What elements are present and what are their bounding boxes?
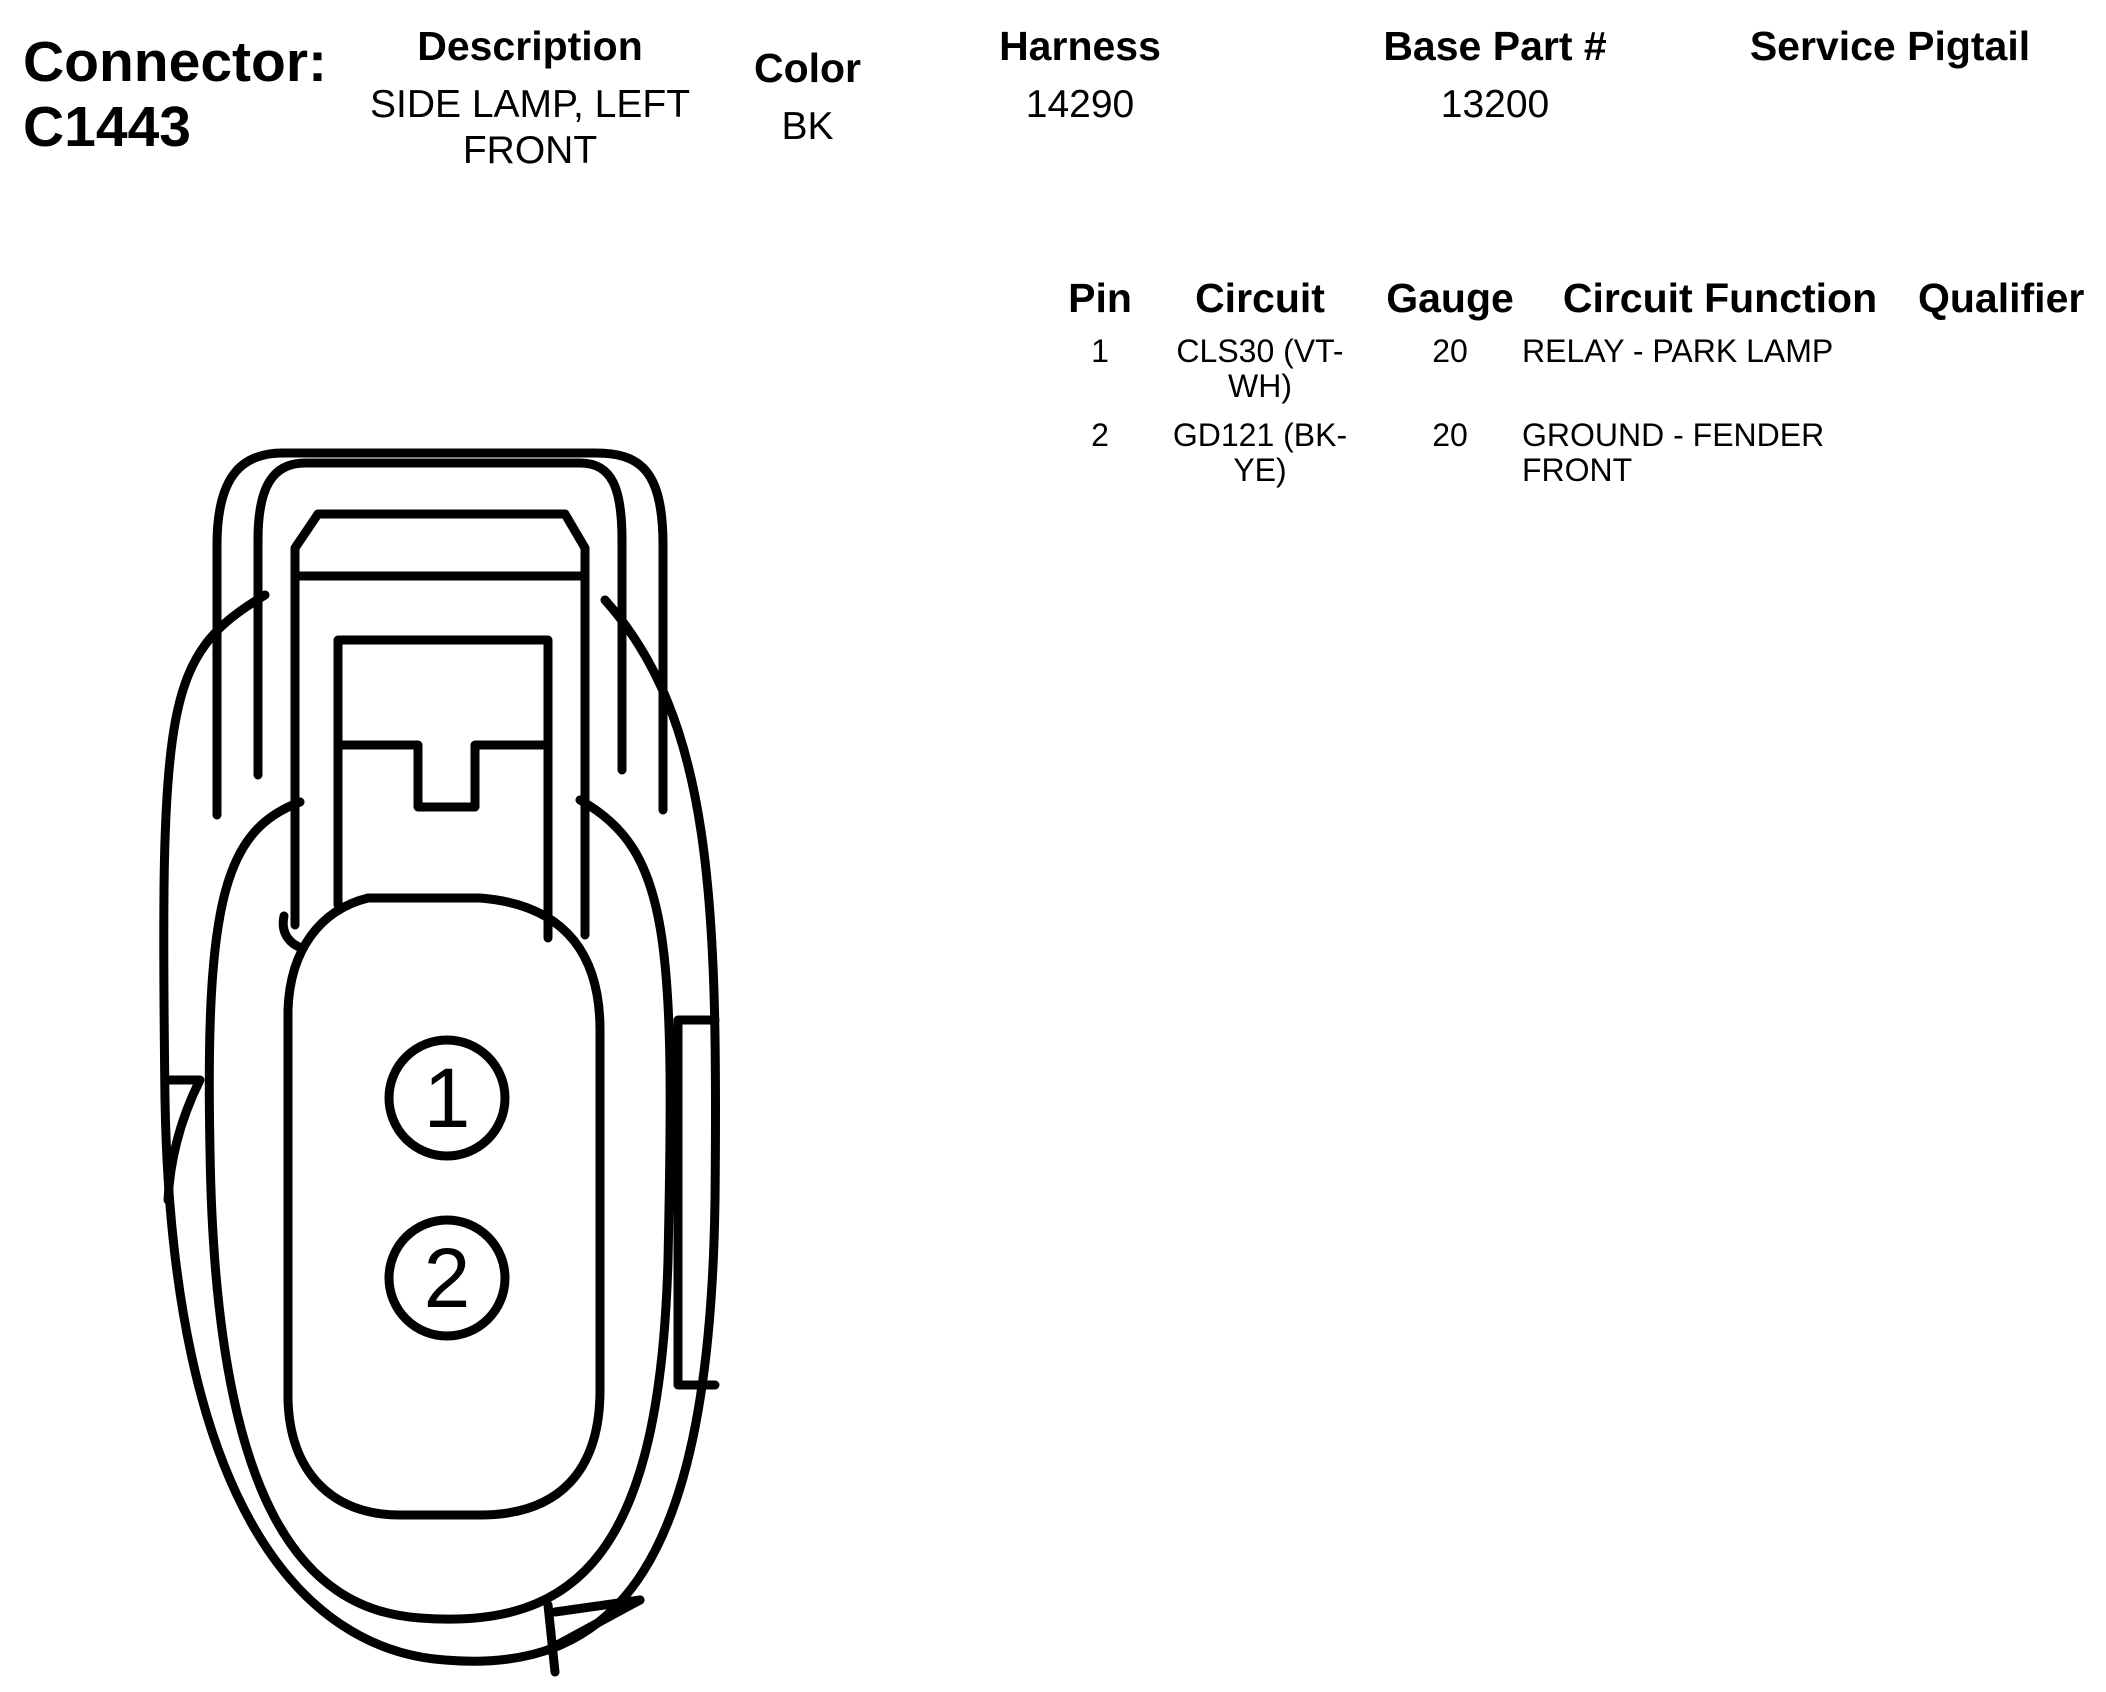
pin-1-circle bbox=[384, 1035, 510, 1161]
base-part-value: 13200 bbox=[1440, 83, 1550, 126]
col-pin: Pin bbox=[1068, 275, 1132, 321]
row-pin: 2 bbox=[1091, 417, 1109, 453]
pin-2-label: 2 bbox=[423, 1231, 471, 1325]
housing-inner bbox=[204, 795, 675, 1624]
row-gauge: 20 bbox=[1432, 417, 1468, 453]
latch-window bbox=[333, 635, 553, 943]
description-value-line2: FRONT bbox=[462, 129, 598, 172]
row-pin: 1 bbox=[1091, 333, 1109, 369]
latch-frame bbox=[290, 509, 590, 940]
connector-title-label: Connector: bbox=[23, 30, 327, 94]
row-circuit-line1: GD121 (BK- bbox=[1172, 417, 1348, 453]
color-value: BK bbox=[781, 105, 834, 148]
description-value-line1: SIDE LAMP, LEFT bbox=[369, 83, 691, 126]
col-gauge: Gauge bbox=[1386, 275, 1514, 321]
row-circuit-line1: CLS30 (VT- bbox=[1176, 333, 1344, 369]
row-function-line1: RELAY - PARK LAMP bbox=[1522, 333, 1834, 369]
row-function-line2: FRONT bbox=[1522, 452, 1633, 488]
pin-2-circle bbox=[384, 1215, 510, 1341]
top-tab-inner bbox=[253, 458, 627, 780]
pin-1-label: 1 bbox=[423, 1051, 471, 1145]
connector-id: C1443 bbox=[23, 95, 191, 159]
row-function-line1: GROUND - FENDER bbox=[1522, 417, 1825, 453]
top-tab-outer bbox=[212, 448, 668, 820]
service-pigtail-label: Service Pigtail bbox=[1749, 23, 2031, 69]
base-part-label: Base Part # bbox=[1383, 23, 1607, 69]
row-circuit-line2: YE) bbox=[1233, 452, 1287, 488]
row-gauge: 20 bbox=[1432, 333, 1468, 369]
harness-label: Harness bbox=[999, 23, 1161, 69]
housing-outer bbox=[159, 590, 721, 1666]
col-qualifier: Qualifier bbox=[1918, 275, 2085, 321]
description-label: Description bbox=[417, 23, 643, 69]
latch-key bbox=[338, 740, 553, 812]
harness-value: 14290 bbox=[1025, 83, 1135, 126]
col-circuit: Circuit bbox=[1195, 275, 1325, 321]
col-circuit-function: Circuit Function bbox=[1562, 275, 1878, 321]
pin-cavity bbox=[283, 893, 605, 1520]
color-label: Color bbox=[753, 45, 862, 91]
row-circuit-line2: WH) bbox=[1228, 368, 1292, 404]
